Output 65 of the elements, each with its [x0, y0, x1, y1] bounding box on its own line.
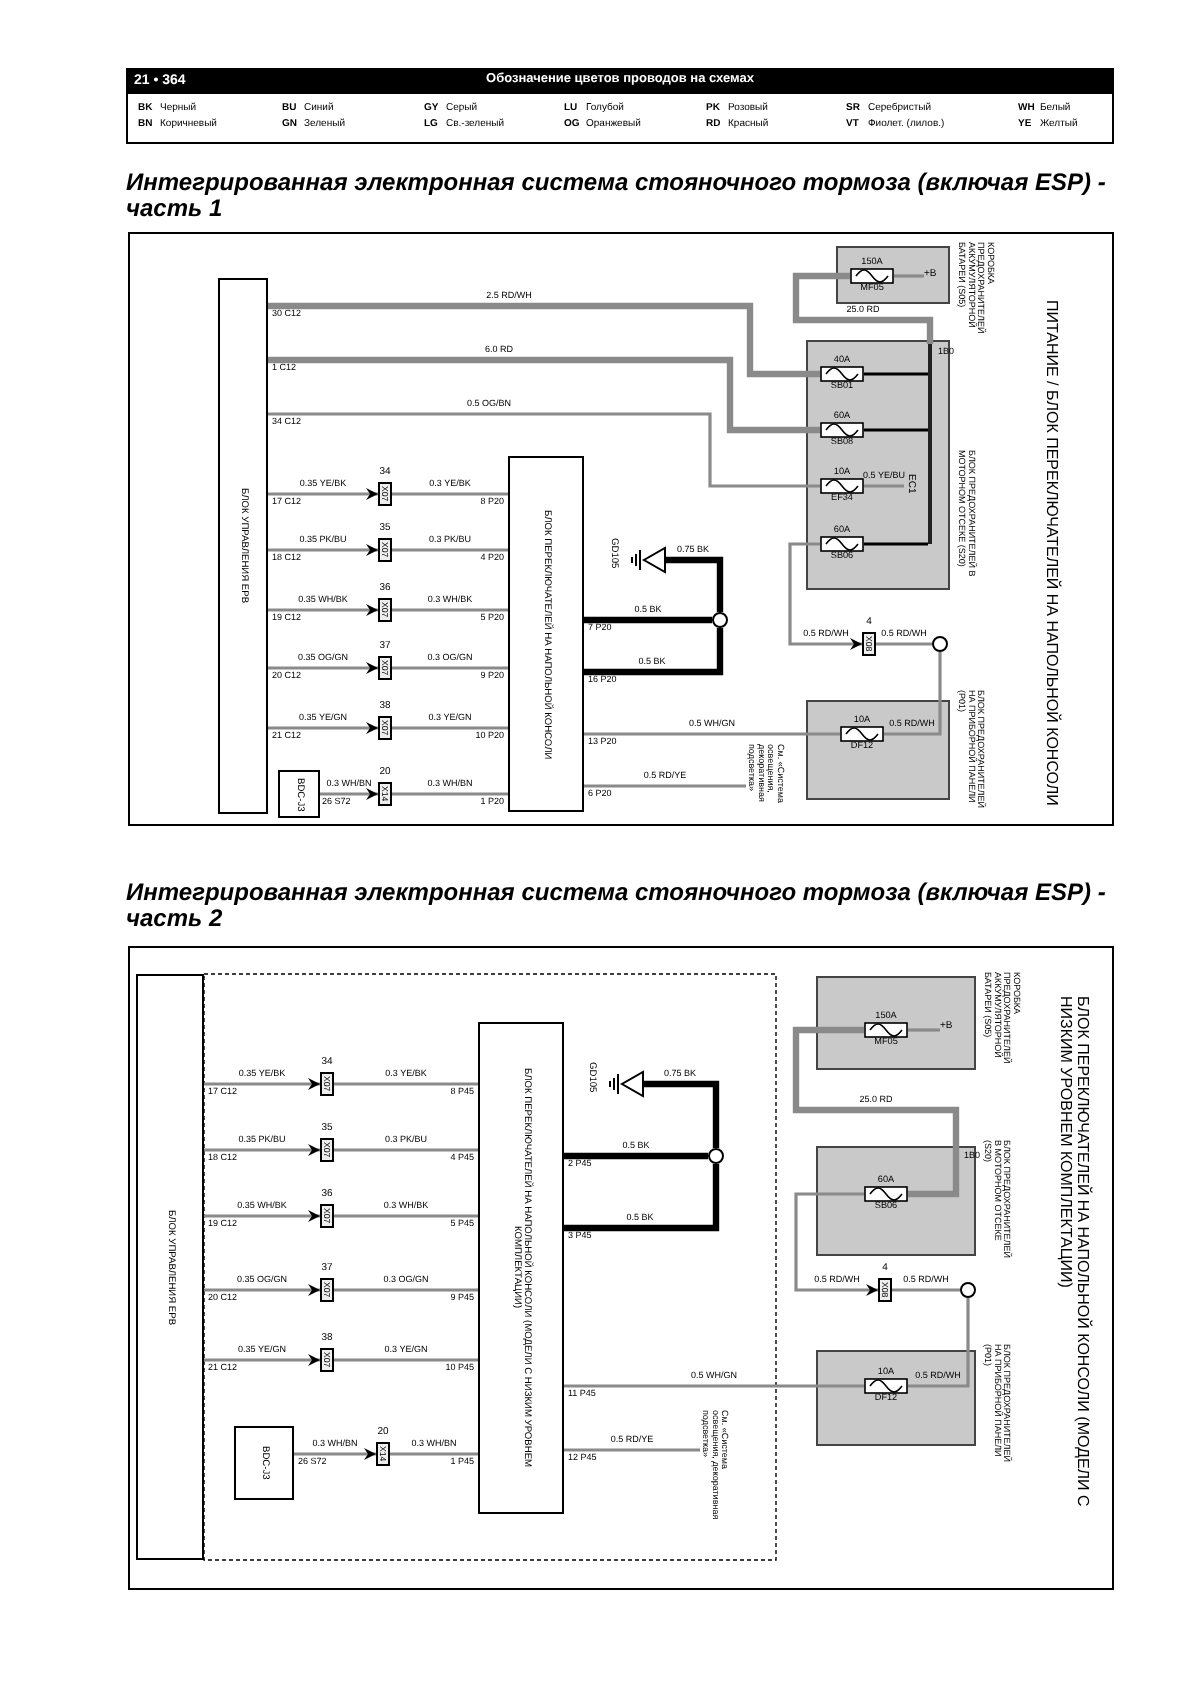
- module-block: [278, 770, 320, 818]
- wire: [392, 726, 508, 730]
- wire: [268, 488, 378, 500]
- wire: [392, 792, 508, 796]
- splice-point: [712, 612, 728, 628]
- wire: [564, 1164, 720, 1232]
- wire: [204, 1144, 320, 1156]
- control-unit-block: [136, 974, 204, 1560]
- wire: [876, 642, 932, 646]
- wire: [204, 1284, 320, 1296]
- wire: [564, 1384, 864, 1388]
- wire: [268, 412, 820, 488]
- wire: [320, 788, 378, 800]
- section-heading: Интегрированная электронная система стояночного тормоза (включая ESP) - часть 2: [126, 880, 1108, 931]
- wire: [564, 1152, 708, 1160]
- wire: [268, 544, 378, 556]
- wire: [864, 428, 928, 432]
- wire: [864, 484, 904, 488]
- module-block: [234, 1426, 294, 1500]
- section-title: ПИТАНИЕ / БЛОК ПЕРЕКЛЮЧАТЕЛЕЙ НА НАПОЛЬНОЙ КОНСОЛИ: [1042, 300, 1059, 810]
- wire: [908, 1028, 940, 1032]
- wire: [666, 556, 724, 612]
- section-title: БЛОК ПЕРЕКЛЮЧАТЕЛЕЙ НА НАПОЛЬНОЙ КОНСОЛИ (МОДЕЛИ С НИЗКИМ УРОВНЕМ КОМПЛЕКТАЦИИ): [1056, 996, 1090, 1511]
- wire: [892, 1288, 960, 1292]
- wire: [584, 732, 840, 736]
- wire: [268, 302, 820, 378]
- wire: [334, 1148, 478, 1152]
- wire: [864, 542, 928, 546]
- wire: [334, 1082, 478, 1086]
- wire: [584, 616, 712, 624]
- wire: [644, 1080, 720, 1148]
- wire: [294, 1448, 376, 1460]
- switch-block: [508, 456, 584, 812]
- splice-point: [708, 1148, 724, 1164]
- wire: [268, 356, 820, 434]
- wire: [334, 1288, 478, 1292]
- wire: [392, 548, 508, 552]
- wire: [204, 1354, 320, 1366]
- wire: [268, 662, 378, 674]
- wire: [204, 1210, 320, 1222]
- wire: [392, 492, 508, 496]
- wire: [792, 1026, 960, 1198]
- wire: [788, 542, 862, 650]
- wire: [334, 1358, 478, 1362]
- control-unit-block: [218, 278, 268, 814]
- wire: [268, 722, 378, 734]
- wire: [392, 666, 508, 670]
- splice-point: [960, 1282, 976, 1298]
- wire: [390, 1452, 478, 1456]
- wire: [204, 1078, 320, 1090]
- section-heading: Интегрированная электронная система стояночного тормоза (включая ESP) - часть 1: [126, 170, 1108, 221]
- wire: [894, 274, 924, 278]
- wire: [564, 1448, 700, 1452]
- wire: [884, 652, 942, 736]
- wire: [864, 372, 928, 376]
- wire: [794, 1192, 878, 1296]
- wire: [908, 1298, 970, 1388]
- wire: [268, 604, 378, 616]
- wire: [792, 272, 934, 344]
- wire: [392, 608, 508, 612]
- wire: [584, 628, 724, 676]
- wire: [334, 1214, 478, 1218]
- switch-block: [478, 1022, 564, 1514]
- splice-point: [932, 636, 948, 652]
- wire: [584, 784, 746, 788]
